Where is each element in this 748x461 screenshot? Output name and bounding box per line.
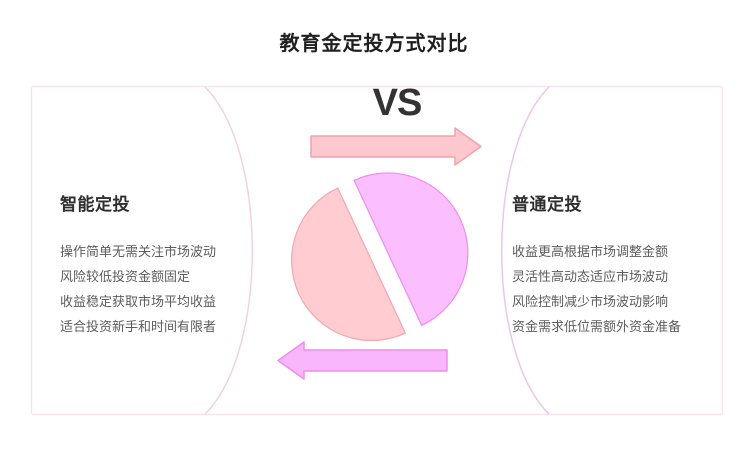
page-title: 教育金定投方式对比 — [279, 33, 469, 55]
list-item: 收益稳定获取市场平均收益 — [60, 294, 217, 309]
panel-regular-plan: 普通定投 收益更高根据市场调整金额 灵活性高动态适应市场波动 风险控制减少市场波… — [512, 190, 748, 339]
left-arc — [204, 86, 253, 415]
list-item: 风险控制减少市场波动影响 — [512, 294, 669, 309]
panel-list-smart-plan: 操作简单无需关注市场波动 风险较低投资金额固定 收益稳定获取市场平均收益 适合投… — [60, 239, 300, 339]
list-item: 灵活性高动态适应市场波动 — [512, 269, 669, 284]
panel-heading-smart-plan: 智能定投 — [60, 195, 130, 214]
right-arc — [501, 86, 550, 415]
panel-heading-regular-plan: 普通定投 — [512, 195, 582, 214]
list-item: 收益更高根据市场调整金额 — [512, 244, 669, 259]
list-item: 适合投资新手和时间有限者 — [60, 319, 217, 334]
left-semicircle — [290, 187, 407, 342]
bottom-left-arrow — [277, 341, 448, 380]
panel-smart-plan: 智能定投 操作简单无需关注市场波动 风险较低投资金额固定 收益稳定获取市场平均收… — [60, 190, 300, 339]
vs-label: VS — [372, 82, 423, 124]
list-item: 操作简单无需关注市场波动 — [60, 244, 217, 259]
list-item: 风险较低投资金额固定 — [60, 269, 191, 284]
outer-frame — [30, 85, 724, 416]
right-semicircle — [353, 172, 469, 327]
top-right-arrow — [310, 127, 482, 166]
list-item: 资金需求低位需额外资金准备 — [512, 319, 682, 334]
panel-list-regular-plan: 收益更高根据市场调整金额 灵活性高动态适应市场波动 风险控制减少市场波动影响 资… — [512, 239, 748, 339]
